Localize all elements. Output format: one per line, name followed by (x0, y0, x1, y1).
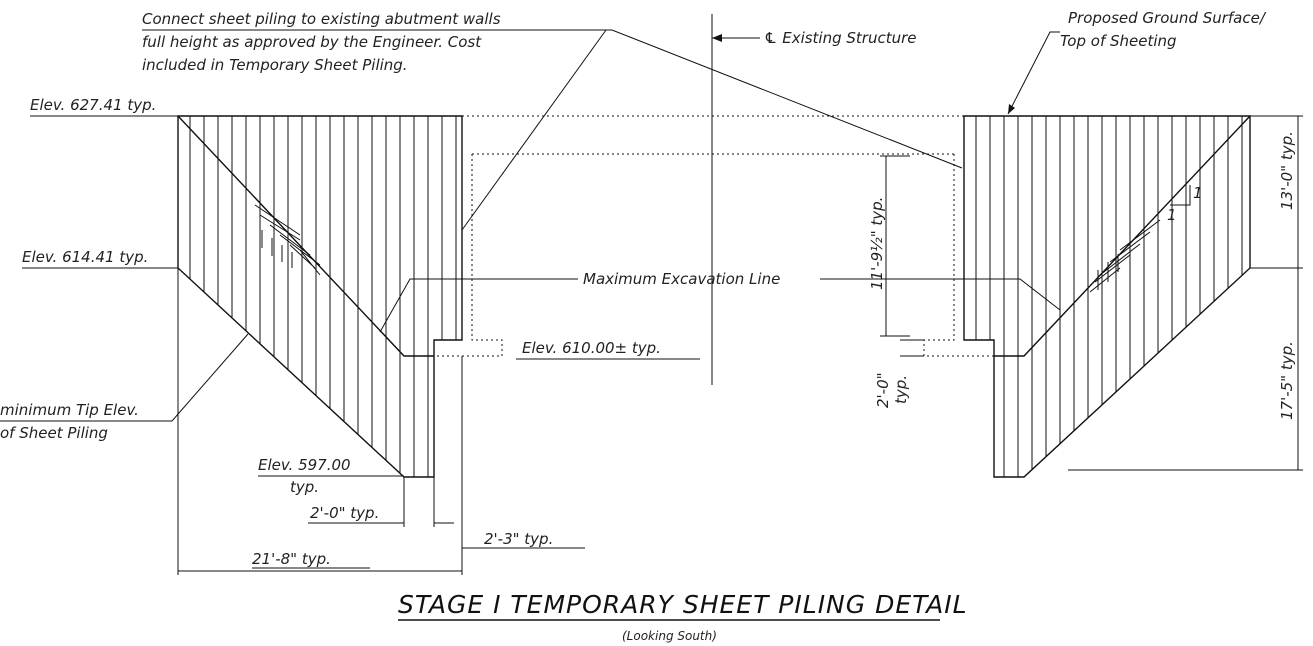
dimensions-right: 11'-9½" typ. 2'-0" typ. 13'-0" typ. 17'-… (868, 115, 1303, 471)
slope-indicator: 1 1 (1167, 184, 1203, 224)
centerline-label: ℄ Existing Structure (764, 29, 917, 47)
elev-tip-label: Elev. 597.00 (258, 456, 351, 474)
slope-label-vertical: 1 (1193, 184, 1203, 202)
note-line-2: full height as approved by the Engineer.… (142, 33, 482, 51)
ground-surface-note: Proposed Ground Surface/ Top of Sheeting (1007, 9, 1267, 115)
ground-note-line-1: Proposed Ground Surface/ (1068, 9, 1267, 27)
ground-note-line-2: Top of Sheeting (1060, 32, 1177, 50)
elev-top-label: Elev. 627.41 typ. (30, 96, 156, 114)
drawing-title-block: STAGE I TEMPORARY SHEET PILING DETAIL (L… (398, 590, 968, 643)
slope-label-horizontal: 1 (1167, 206, 1177, 224)
max-excavation-note: Maximum Excavation Line (379, 270, 1061, 333)
elev-tip-typ: typ. (290, 478, 319, 496)
dim-13ft: 13'-0" typ. (1278, 131, 1296, 210)
soil-hatch-left (254, 204, 321, 276)
dim-2ft-right-typ: typ. (892, 375, 910, 404)
drawing-title: STAGE I TEMPORARY SHEET PILING DETAIL (398, 590, 968, 619)
dim-2ft: 2'-0" typ. (310, 504, 379, 522)
dimensions-left: 21'-8" typ. 2'-0" typ. 2'-3" typ. (177, 268, 585, 575)
note-line-1: Connect sheet piling to existing abutmen… (142, 10, 501, 28)
drawing-subtitle: (Looking South) (622, 629, 717, 643)
centerline: ℄ Existing Structure (711, 14, 917, 385)
dim-17ft: 17'-5" typ. (1278, 341, 1296, 420)
soil-hatch-right (1089, 219, 1161, 293)
max-exc-label: Maximum Excavation Line (583, 270, 780, 288)
note-line-3: included in Temporary Sheet Piling. (142, 56, 408, 74)
right-sheet-piling (963, 115, 1251, 478)
dim-21ft8: 21'-8" typ. (252, 550, 331, 568)
min-tip-note: minimum Tip Elev. of Sheet Piling (0, 333, 249, 442)
dim-2ft3: 2'-3" typ. (484, 530, 553, 548)
dim-2ft-right: 2'-0" (874, 372, 892, 408)
connect-note: Connect sheet piling to existing abutmen… (142, 10, 963, 231)
min-tip-line-1: minimum Tip Elev. (0, 401, 139, 419)
min-tip-line-2: of Sheet Piling (0, 424, 108, 442)
elevation-labels: Elev. 627.41 typ. Elev. 614.41 typ. Elev… (22, 96, 700, 496)
elev-exc-label: Elev. 610.00± typ. (522, 339, 661, 357)
dim-11ft: 11'-9½" typ. (868, 197, 886, 290)
left-sheet-piling (177, 115, 463, 478)
elev-mid-label: Elev. 614.41 typ. (22, 248, 148, 266)
